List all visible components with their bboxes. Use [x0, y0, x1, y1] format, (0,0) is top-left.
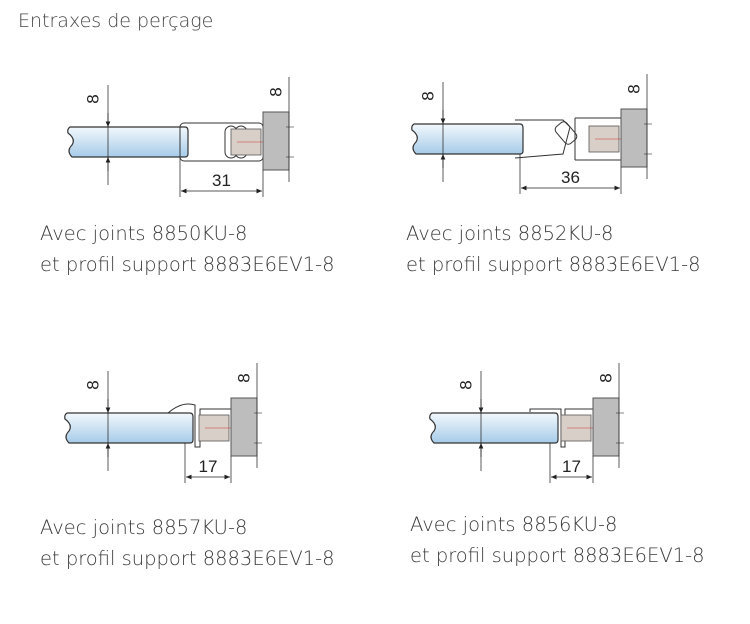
caption-seal: Avec joints 8857KU-8	[40, 516, 248, 539]
dimension-label: 17	[199, 457, 218, 476]
seal-lip	[167, 403, 231, 448]
wall-block	[592, 397, 620, 457]
caption-2: Avec joints 8852KU-8 et profil support 8…	[406, 218, 701, 280]
diagram-1: 8 8 31	[67, 77, 294, 197]
dimension-label: 36	[561, 168, 580, 187]
diagram-4: 8 8 17	[429, 363, 624, 483]
caption-1: Avec joints 8850KU-8 et profil support 8…	[40, 218, 335, 280]
page-title: Entraxes de perçage	[18, 10, 214, 32]
caption-profile: et profil support 8883E6EV1-8	[40, 547, 335, 570]
wall-block	[262, 111, 290, 171]
glass-thickness-label: 8	[83, 94, 102, 103]
wall-thickness-label: 8	[266, 87, 285, 96]
wall-thickness-label: 8	[596, 373, 615, 382]
diagram-3: 8 8 17	[64, 363, 262, 483]
wall-block	[230, 397, 258, 457]
glass-panel	[411, 123, 524, 155]
glass-panel	[429, 412, 559, 444]
caption-profile: et profil support 8883E6EV1-8	[406, 253, 701, 276]
support-profile	[574, 117, 621, 161]
glass-panel	[64, 412, 194, 444]
caption-3: Avec joints 8857KU-8 et profil support 8…	[40, 512, 335, 574]
diagram-2: 8 8 36	[411, 74, 652, 194]
caption-seal: Avec joints 8850KU-8	[40, 222, 248, 245]
caption-seal: Avec joints 8852KU-8	[406, 222, 614, 245]
seal-angled	[554, 121, 578, 145]
wall-thickness-label: 8	[234, 373, 253, 382]
seal-flat	[529, 408, 593, 448]
dimension-label: 31	[212, 171, 231, 190]
caption-seal: Avec joints 8856KU-8	[410, 513, 618, 536]
caption-profile: et profil support 8883E6EV1-8	[40, 253, 335, 276]
caption-profile: et profil support 8883E6EV1-8	[410, 544, 705, 567]
glass-panel	[67, 126, 189, 158]
wall-block	[620, 108, 648, 168]
glass-thickness-label: 8	[418, 91, 437, 100]
glass-thickness-label: 8	[456, 380, 475, 389]
wall-thickness-label: 8	[624, 84, 643, 93]
glass-thickness-label: 8	[83, 380, 102, 389]
dimension-label: 17	[562, 457, 581, 476]
caption-4: Avec joints 8856KU-8 et profil support 8…	[410, 509, 705, 571]
